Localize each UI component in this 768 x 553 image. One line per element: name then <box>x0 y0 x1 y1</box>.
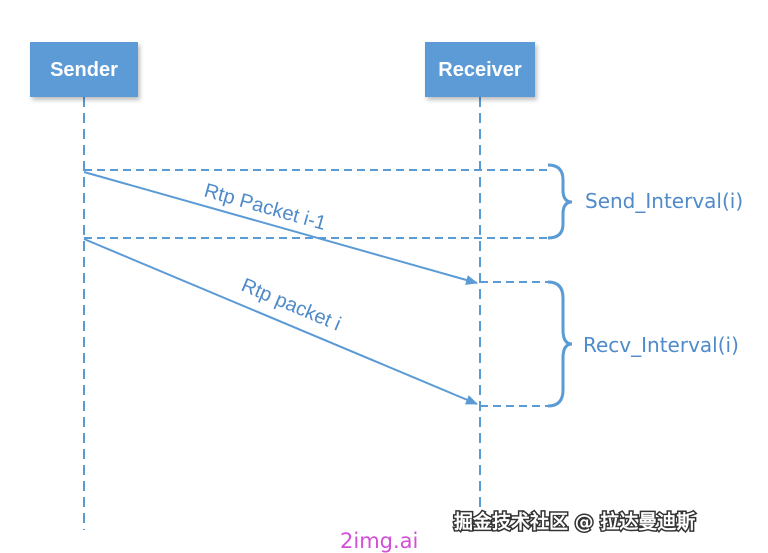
site-watermark: 2img.ai <box>340 529 418 553</box>
community-watermark: 掘金技术社区 @ 拉达曼迪斯 <box>454 510 695 533</box>
send-interval-brace <box>547 163 573 240</box>
receiver-label: Receiver <box>438 59 522 81</box>
recv-interval-label: Recv_Interval(i) <box>583 333 739 357</box>
packet1-label: Rtp Packet i-1 <box>202 180 329 235</box>
packet2-arrow <box>83 238 478 405</box>
sender-box: Sender <box>30 42 138 97</box>
receiver-box: Receiver <box>425 42 535 97</box>
packet1-arrow <box>83 171 478 285</box>
send-interval-label: Send_Interval(i) <box>585 189 743 213</box>
sender-label: Sender <box>50 59 118 81</box>
recv-interval-brace <box>547 280 573 408</box>
